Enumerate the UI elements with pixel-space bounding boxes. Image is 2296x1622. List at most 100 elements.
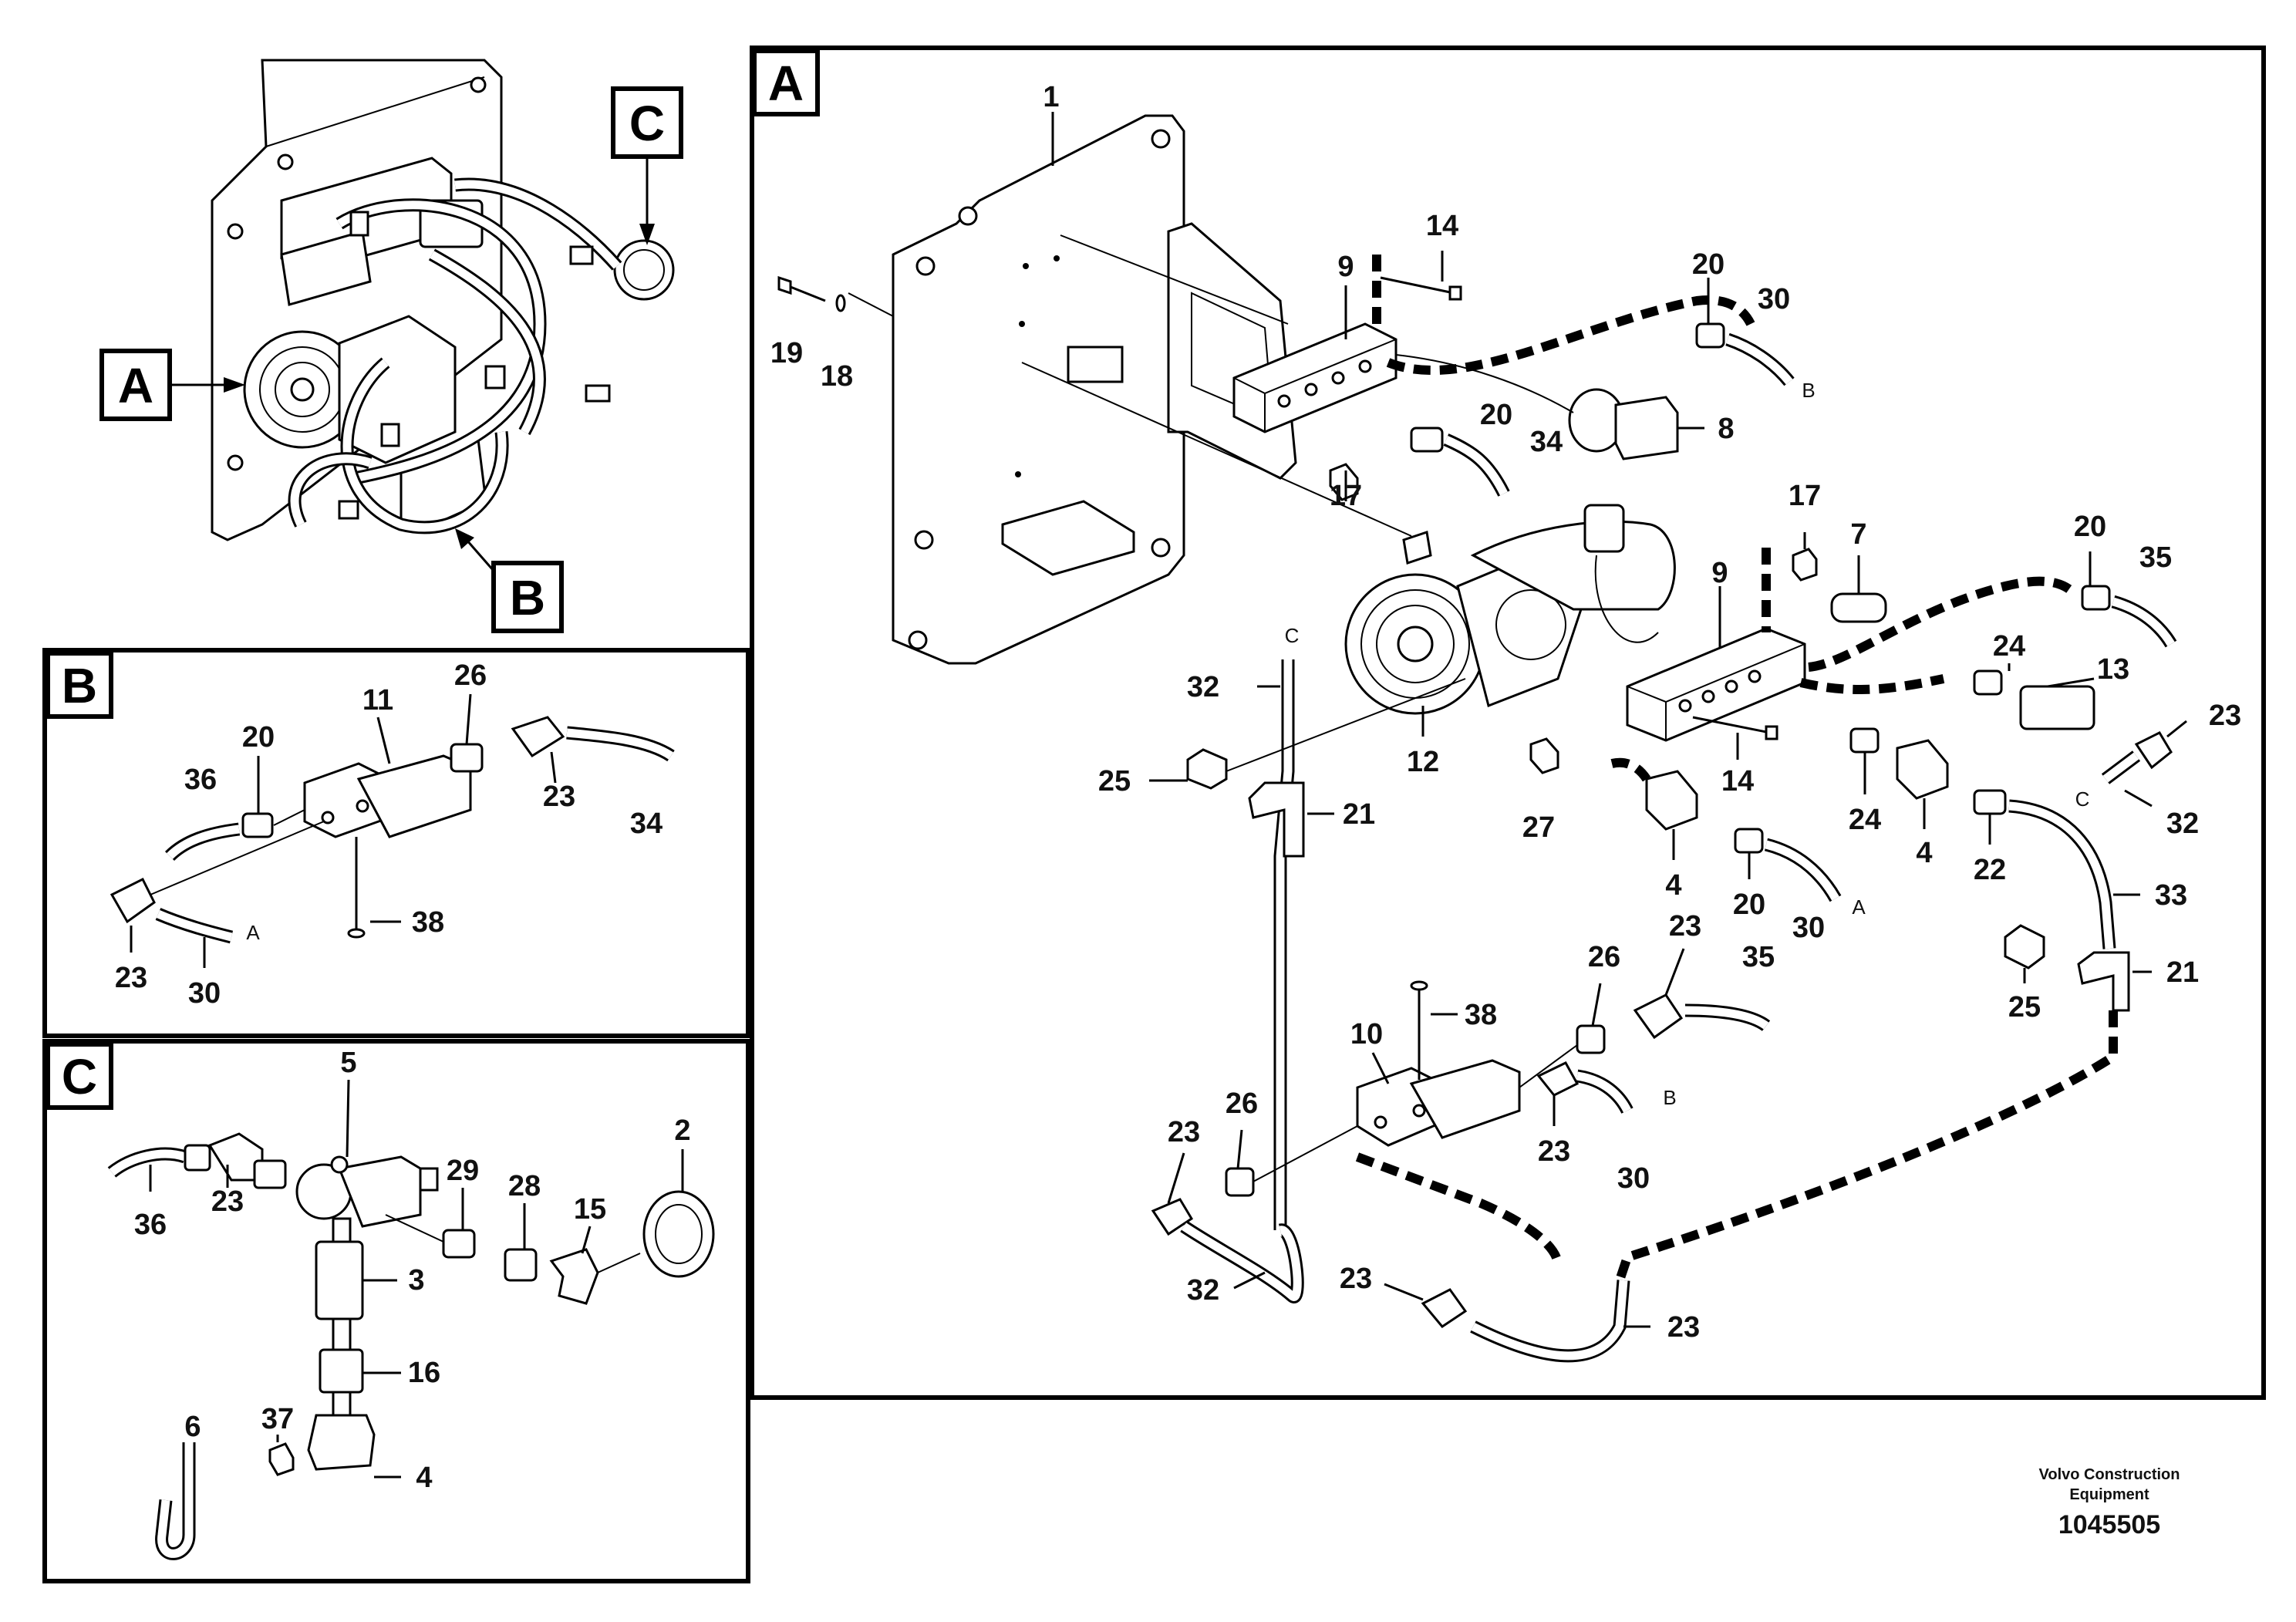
svg-text:B: B (510, 570, 545, 626)
section-b-drawing (110, 716, 675, 944)
label-12: 12 (1407, 746, 1439, 778)
label-23e: 23 (1340, 1263, 1372, 1295)
footer-company-line2: Equipment (2069, 1486, 2149, 1503)
label-b-20: 20 (242, 721, 275, 754)
label-21b: 21 (2166, 956, 2199, 989)
frame-section-b (42, 648, 750, 1038)
connector-a: A (1852, 895, 1866, 919)
label-1: 1 (1043, 81, 1059, 113)
connector-b-a: A (246, 921, 260, 944)
label-19: 19 (770, 337, 803, 369)
svg-text:A: A (118, 358, 153, 413)
label-b-23b: 23 (115, 962, 147, 994)
label-10: 10 (1350, 1018, 1383, 1050)
label-24: 24 (1993, 630, 2025, 663)
connector-b2: B (1663, 1086, 1676, 1109)
section-b-labels: 11 26 20 36 23 34 38 23 30 A (115, 659, 663, 1010)
overview-callout-b: B (455, 528, 564, 633)
section-label-b: B (46, 651, 113, 719)
label-32b: 32 (2166, 808, 2199, 840)
overview-callout-c: C (611, 86, 683, 245)
label-b-23: 23 (543, 781, 575, 813)
label-b-34: 34 (630, 808, 663, 840)
label-33: 33 (2155, 879, 2187, 912)
section-c-labels: 5 2 29 28 15 36 23 3 16 37 6 4 (134, 1047, 691, 1494)
section-a-labels: 1 14 9 20 30 19 18 20 34 8 17 17 7 9 20 … (770, 81, 2241, 1344)
section-a-drawing (777, 114, 2177, 1363)
label-b-11: 11 (362, 684, 393, 717)
label-c-16: 16 (408, 1357, 440, 1389)
label-20d: 20 (1733, 889, 1765, 921)
label-9b: 9 (1711, 557, 1728, 589)
label-31: 23 (1667, 1311, 1700, 1344)
frame-section-c (42, 1039, 750, 1583)
label-20c: 20 (2074, 511, 2106, 543)
label-14b: 14 (1721, 765, 1754, 798)
connector-c: C (1285, 624, 1300, 647)
footer-drawing-number: 1045505 (2058, 1510, 2160, 1539)
overview-callout-a: A (99, 349, 245, 421)
footer-block: Volvo Construction Equipment 1045505 (2039, 1466, 2180, 1539)
label-24b: 24 (1849, 804, 1881, 836)
svg-text:C: C (629, 96, 665, 151)
label-20b: 20 (1480, 399, 1512, 431)
label-c-29: 29 (447, 1155, 479, 1187)
label-23: 23 (2209, 700, 2241, 732)
label-34: 34 (1530, 426, 1563, 458)
svg-text:C: C (62, 1049, 97, 1104)
label-35b: 35 (1742, 941, 1775, 973)
label-8: 8 (1718, 413, 1734, 445)
label-b-36: 36 (184, 764, 217, 796)
label-27: 27 (1522, 811, 1555, 844)
label-c-28: 28 (508, 1170, 541, 1202)
label-c-3: 3 (408, 1264, 424, 1297)
label-c-37: 37 (261, 1403, 294, 1435)
footer-company-line1: Volvo Construction (2039, 1466, 2180, 1483)
label-17b: 17 (1789, 480, 1821, 512)
label-c-4: 4 (416, 1462, 432, 1494)
label-30b: 30 (1792, 912, 1825, 944)
svg-text:A: A (768, 56, 804, 111)
connector-b: B (1802, 379, 1815, 402)
label-21: 21 (1343, 798, 1375, 831)
label-22: 22 (1974, 854, 2006, 886)
label-23d: 23 (1538, 1135, 1570, 1168)
label-20: 20 (1692, 248, 1725, 281)
label-4b: 4 (1665, 869, 1681, 902)
label-c-6: 6 (184, 1411, 201, 1443)
label-23c: 23 (1168, 1116, 1200, 1148)
section-label-c: C (46, 1042, 113, 1110)
svg-text:B: B (62, 658, 97, 713)
label-b-26: 26 (454, 659, 487, 692)
frame-section-a (750, 46, 2266, 1400)
section-label-a: A (752, 49, 820, 116)
label-14: 14 (1426, 210, 1458, 242)
label-7: 7 (1850, 518, 1866, 551)
label-26b: 26 (1226, 1088, 1258, 1120)
label-18: 18 (821, 360, 853, 393)
overview-assembly (211, 59, 675, 541)
label-26: 26 (1588, 941, 1620, 973)
label-30: 30 (1758, 283, 1790, 315)
label-b-38: 38 (412, 906, 444, 939)
section-c-drawing (107, 1132, 715, 1560)
label-17: 17 (1330, 480, 1362, 512)
label-30c: 30 (1617, 1162, 1650, 1195)
label-b-30: 30 (188, 977, 221, 1010)
label-9: 9 (1337, 251, 1354, 283)
label-4: 4 (1916, 837, 1932, 869)
label-c-5: 5 (340, 1047, 356, 1079)
label-38: 38 (1465, 999, 1497, 1031)
label-23b: 23 (1669, 910, 1701, 943)
label-c-36: 36 (134, 1209, 167, 1241)
label-25: 25 (1098, 765, 1131, 798)
label-32c: 32 (1187, 1274, 1219, 1307)
label-c-2: 2 (674, 1114, 690, 1147)
label-13: 13 (2097, 653, 2129, 686)
label-35: 35 (2139, 541, 2172, 574)
connector-c2: C (2075, 787, 2090, 811)
label-c-15: 15 (574, 1193, 606, 1226)
label-32: 32 (1187, 671, 1219, 703)
